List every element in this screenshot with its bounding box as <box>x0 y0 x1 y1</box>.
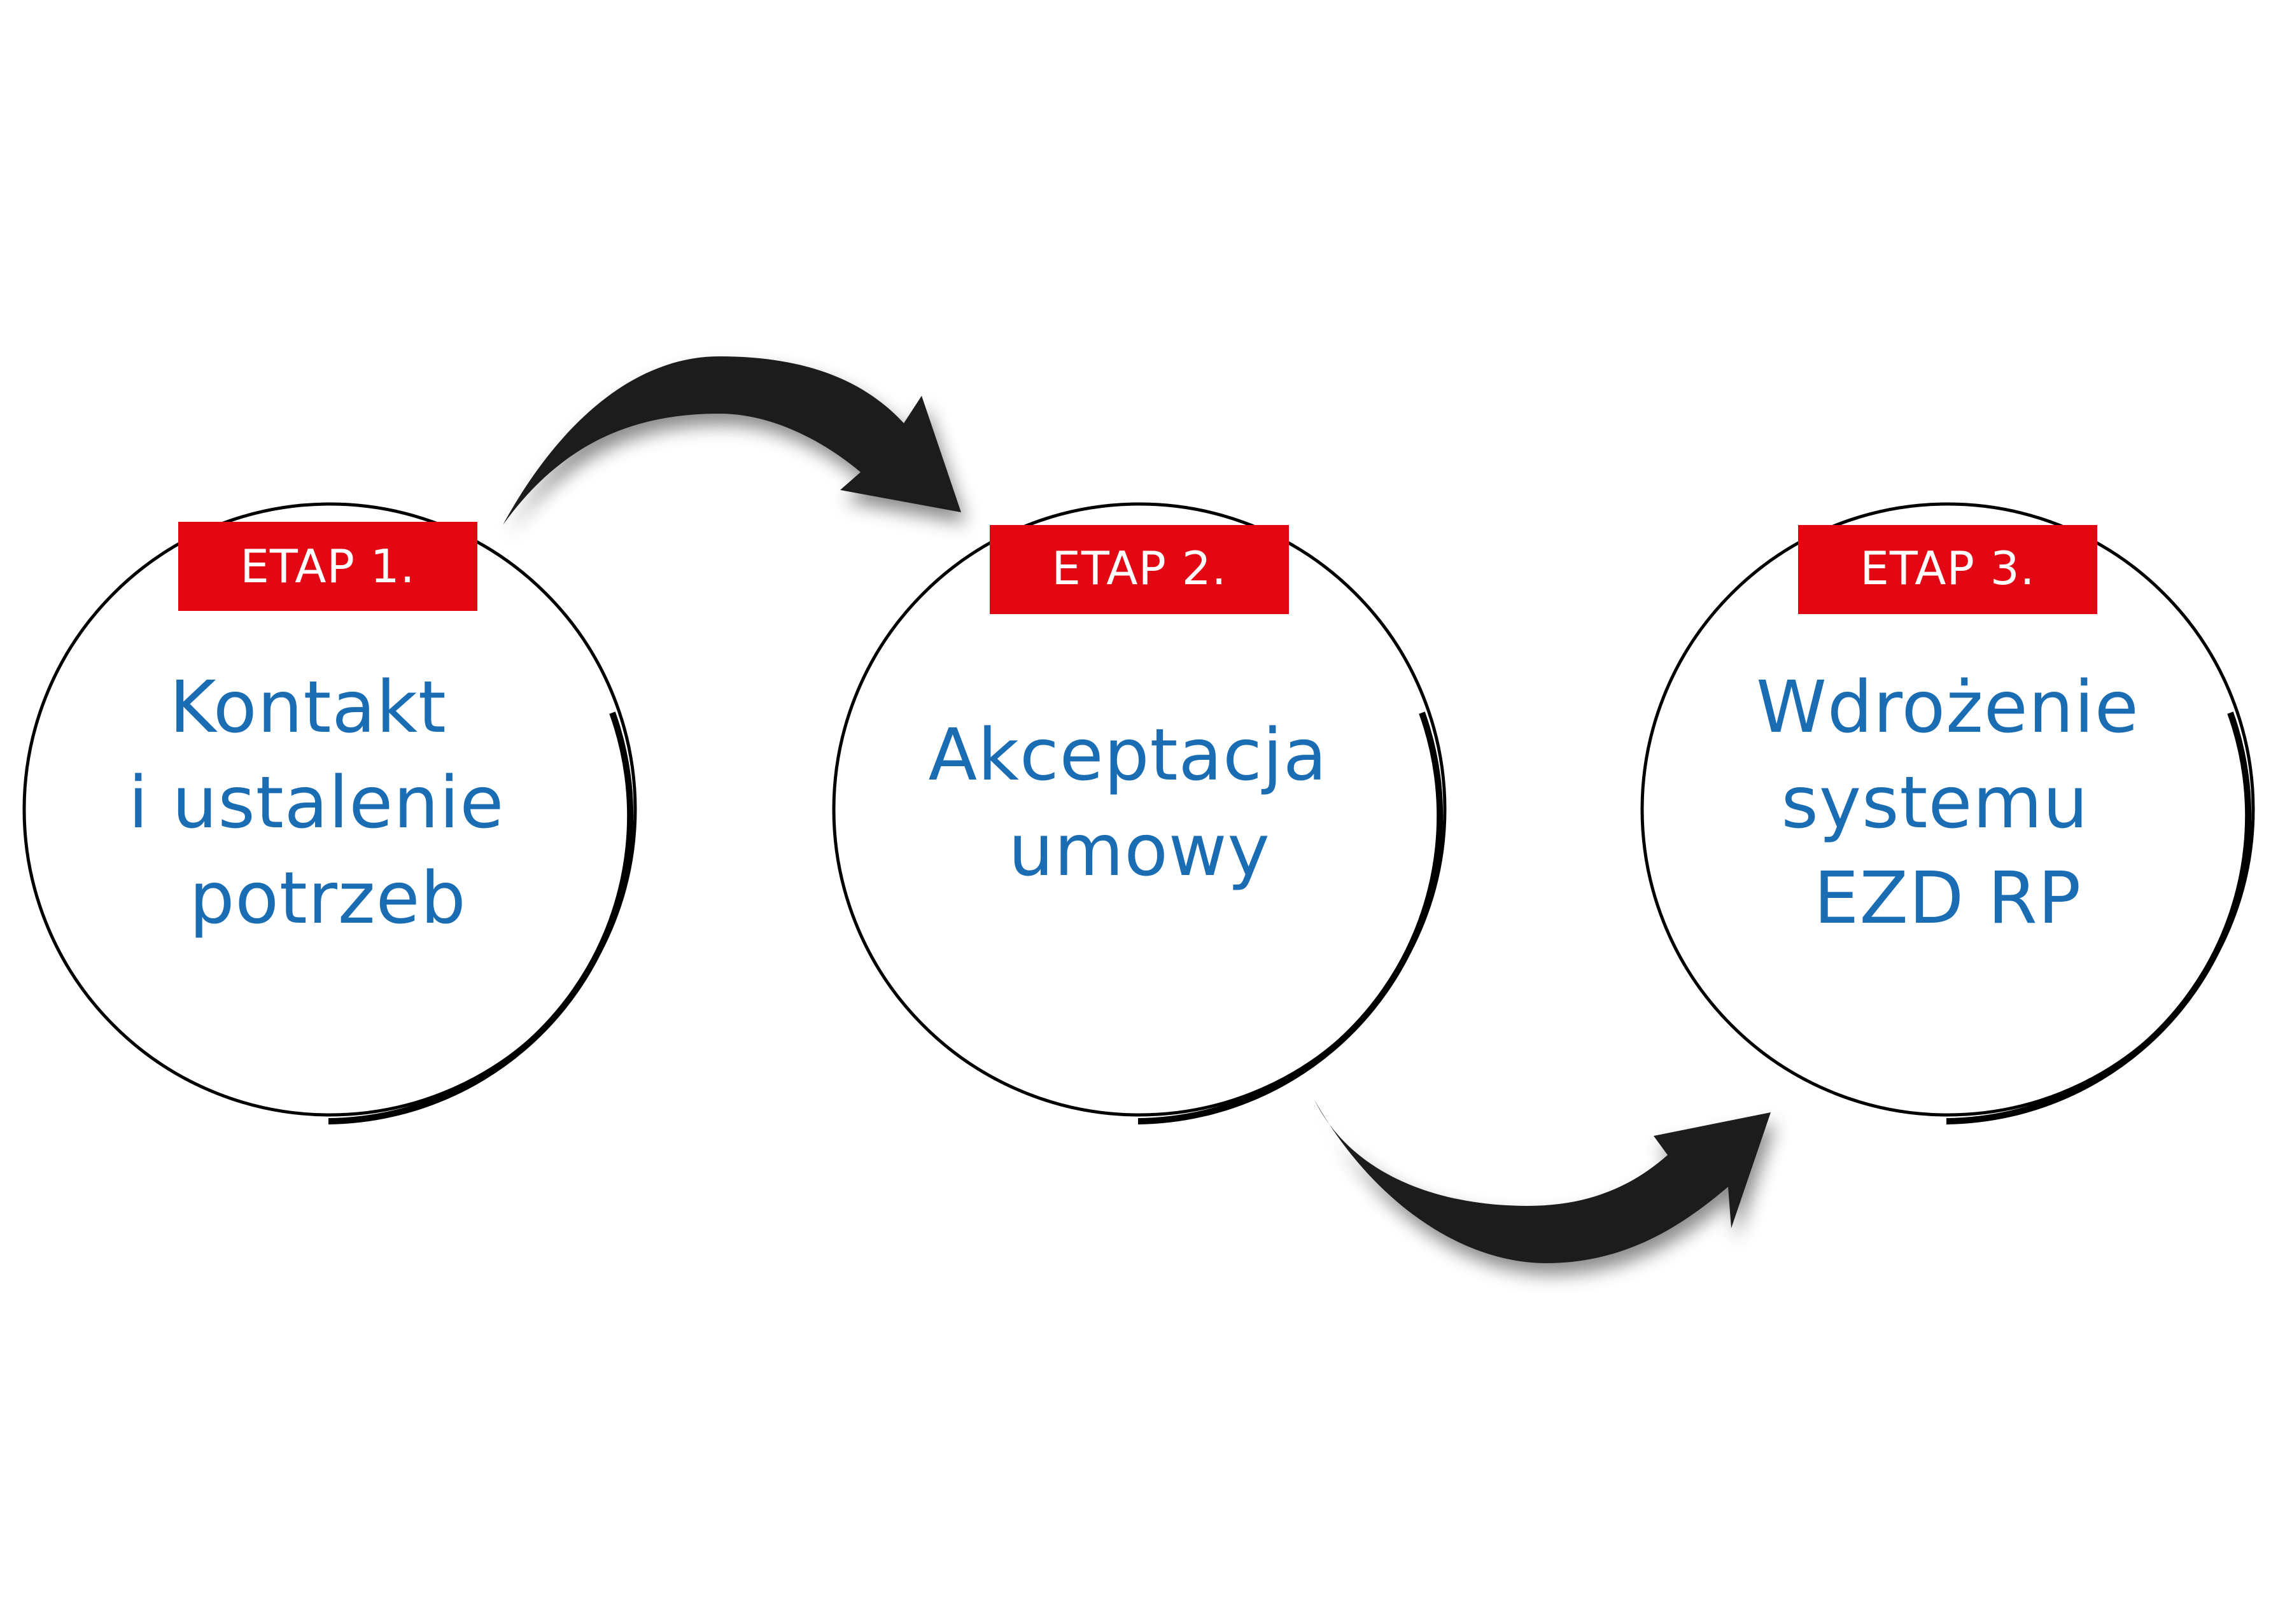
stage-badge <box>1798 525 2097 614</box>
stage-badge-label: ETAP 1. <box>240 540 415 593</box>
stage-title-line-2: i ustalenie <box>129 762 505 844</box>
stage-badge <box>178 522 477 611</box>
stage-circle-shadow-arc <box>1137 711 1444 1124</box>
curved-arrow-right-icon <box>1314 1100 1771 1263</box>
stage-title-line-2: umowy <box>1008 809 1270 892</box>
stage-circle <box>832 502 1447 1117</box>
stage-circle <box>1640 502 2255 1117</box>
stage-badge-label: ETAP 2. <box>1051 542 1227 595</box>
stage-badge <box>990 525 1289 614</box>
stage-title-line-2: systemu <box>1782 762 2089 844</box>
stage-badge-label: ETAP 3. <box>1860 542 2035 595</box>
stage-circle-shadow-arc <box>1946 711 2252 1124</box>
arrow-stage2-to-stage3 <box>1314 1100 1771 1263</box>
curved-arrow-right-icon <box>503 356 961 525</box>
stage-title-line-1: Wdrożenie <box>1756 666 2139 749</box>
stage-circle <box>22 502 637 1117</box>
stage-circle-shadow-arc <box>328 711 634 1124</box>
stage-title-line-3: EZD RP <box>1814 857 2082 940</box>
stage-title-line-3: potrzeb <box>189 857 466 940</box>
stage-title-line-1: Akceptacja <box>929 714 1328 797</box>
stage-title-line-1: Kontakt <box>169 666 447 749</box>
stage-1: ETAP 1. Kontakt i ustalenie potrzeb <box>22 502 637 1124</box>
stage-2: ETAP 2. Akceptacja umowy <box>832 502 1447 1124</box>
arrow-stage1-to-stage2 <box>503 356 961 525</box>
stage-3: ETAP 3. Wdrożenie systemu EZD RP <box>1640 502 2255 1124</box>
